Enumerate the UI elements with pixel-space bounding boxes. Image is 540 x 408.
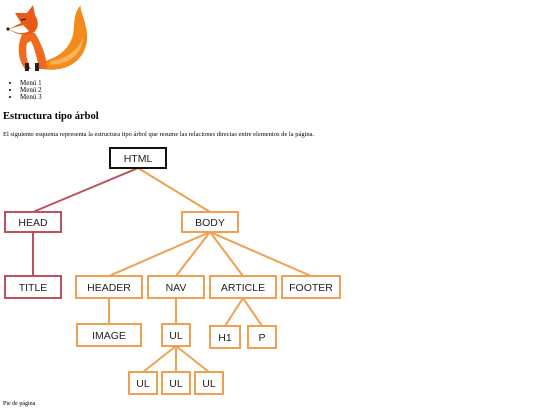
edge-html-head [32,167,139,213]
node-ul: UL [161,323,191,347]
node-header-label: HEADER [87,282,131,294]
page-footer: Pie de página [3,401,36,407]
edge-ul-ul3 [175,345,210,373]
node-ul-label: UL [169,330,183,342]
node-h1-label: H1 [218,332,232,344]
tree-connectors [32,167,312,373]
edge-html-body [137,167,211,213]
tree-diagram: HTML HEAD BODY TITLE HEADER NAV ARTICLE … [4,147,341,395]
node-image: IMAGE [76,323,142,347]
node-html: HTML [109,147,167,169]
node-footer: FOOTER [281,275,341,299]
node-nav-label: NAV [166,282,187,294]
edge-ul-ul1 [142,345,177,373]
node-title: TITLE [4,275,62,299]
menu-item-2[interactable]: Menú 2 [20,87,42,94]
fox-logo-image [6,5,88,71]
edge-body-nav [175,231,211,277]
node-head: HEAD [4,211,62,233]
edge-body-header [108,231,211,277]
node-ul-child-1: UL [128,371,158,395]
node-ul-child-2: UL [161,371,191,395]
node-nav: NAV [147,275,205,299]
edge-article-h1 [224,297,244,327]
node-head-label: HEAD [18,217,48,229]
node-header: HEADER [75,275,143,299]
node-body: BODY [181,211,239,233]
node-body-label: BODY [195,217,225,229]
main-menu: Menú 1 Menú 2 Menú 3 [20,80,42,101]
node-p-label: P [258,332,265,344]
menu-item-1[interactable]: Menú 1 [20,80,42,87]
node-title-label: TITLE [19,282,48,294]
node-article-label: ARTICLE [221,282,265,294]
edge-body-article [209,231,244,277]
node-ul-child-2-label: UL [169,378,183,390]
fox-icon [6,5,88,71]
node-image-label: IMAGE [92,330,126,342]
node-h1: H1 [209,325,241,349]
node-ul-child-1-label: UL [136,378,150,390]
section-paragraph: El siguiente esquema representa la estru… [3,131,315,138]
node-article: ARTICLE [209,275,277,299]
node-ul-child-3-label: UL [202,378,216,390]
node-ul-child-3: UL [194,371,224,395]
section-heading: Estructura tipo árbol [3,111,99,122]
edge-body-footer [209,231,312,277]
node-html-label: HTML [124,153,153,165]
node-footer-label: FOOTER [289,282,333,294]
menu-item-3[interactable]: Menú 3 [20,94,42,101]
node-p: P [247,325,277,349]
edge-article-p [242,297,263,327]
